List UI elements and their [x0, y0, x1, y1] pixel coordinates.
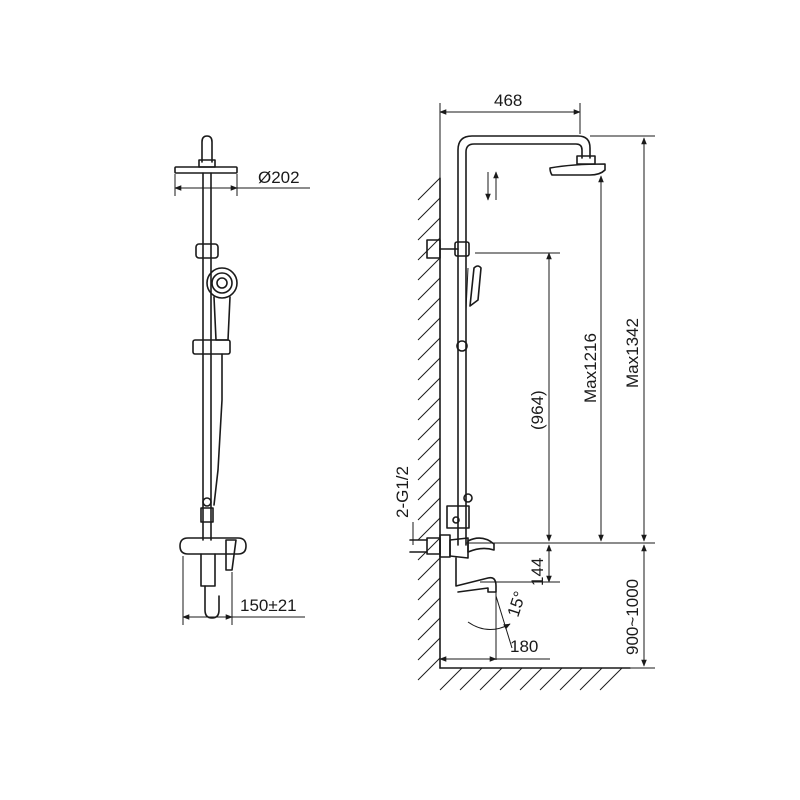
head-diameter-label: Ø202 — [258, 168, 300, 187]
front-top-pipe — [201, 135, 213, 163]
side-hand-shower — [469, 265, 482, 307]
front-hand-shower-face — [206, 267, 238, 299]
total-height-label: Max1342 — [623, 318, 642, 388]
side-view: 15° 180 468 (964) 144 Max1216 Max1342 90… — [393, 91, 655, 691]
hose-height-label: (964) — [528, 390, 547, 430]
wall-hatching — [417, 177, 441, 681]
side-mixer-lever — [467, 537, 495, 553]
front-diverter — [200, 507, 214, 523]
angle-line — [495, 595, 513, 649]
side-eccentric-connector — [439, 534, 451, 558]
side-riser-outer — [457, 135, 591, 546]
side-head-connector — [576, 155, 596, 165]
front-upper-bracket — [195, 243, 219, 259]
front-hose — [213, 353, 223, 506]
side-slider-holder — [456, 340, 468, 352]
front-diverter-knob — [202, 497, 212, 507]
front-shower-head — [174, 166, 238, 174]
front-hand-shower-handle — [213, 296, 231, 341]
side-shower-head — [549, 163, 606, 176]
side-riser-inner — [465, 143, 583, 546]
front-slider-holder — [192, 339, 231, 355]
front-view: Ø202 150±21 — [174, 135, 310, 625]
side-mixer-body — [449, 537, 469, 559]
inlet-thread-label: 2-G1/2 — [393, 466, 412, 518]
floor-hatching — [439, 667, 623, 691]
overall-width-label: 468 — [494, 91, 522, 110]
spout-reach-label: 180 — [510, 637, 538, 656]
side-bracket-clamp — [454, 241, 470, 257]
angle-arc — [467, 621, 511, 630]
front-mixer-body — [179, 537, 247, 555]
front-mixer-lever — [225, 539, 237, 571]
rail-offset-label: 150±21 — [240, 596, 297, 615]
head-height-label: Max1216 — [581, 333, 600, 403]
front-spout-outlet — [204, 585, 220, 619]
side-tub-spout — [455, 557, 497, 593]
side-diverter — [446, 505, 470, 529]
front-tub-spout — [200, 553, 216, 587]
mount-height-label: 900~1000 — [623, 579, 642, 655]
side-diverter-knob — [463, 493, 473, 503]
spout-angle-label: 15° — [504, 589, 530, 619]
spout-height-label: 144 — [528, 558, 547, 586]
